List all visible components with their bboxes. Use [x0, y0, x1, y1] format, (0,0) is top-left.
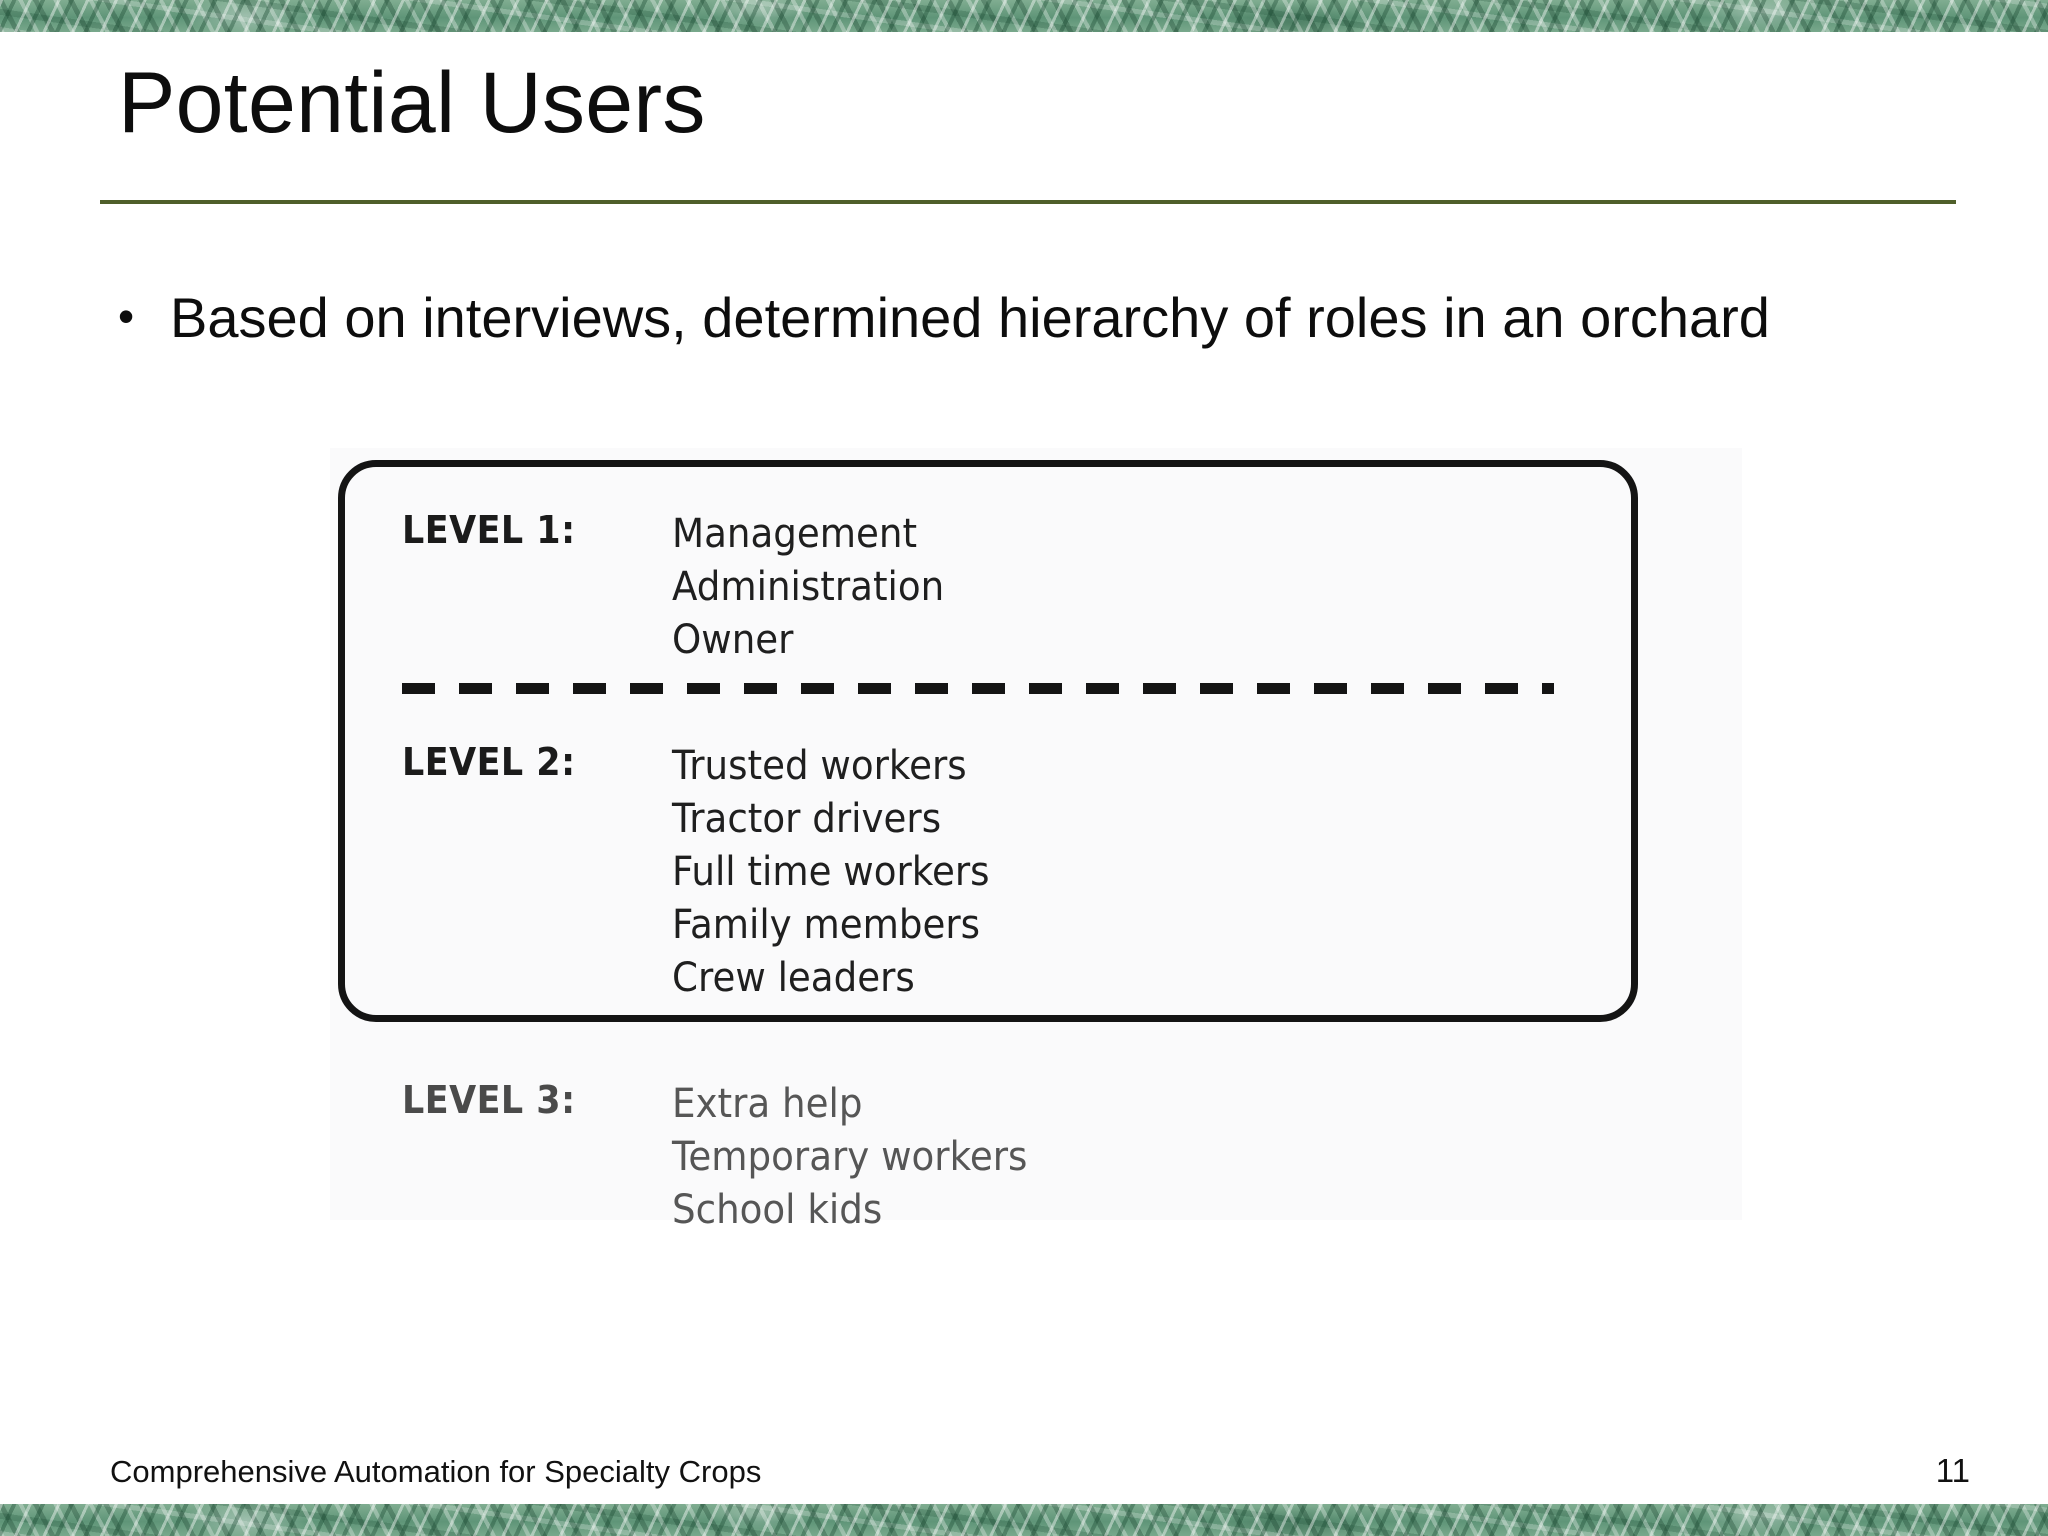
hierarchy-figure: LEVEL 1: Management Administration Owner… — [330, 448, 1742, 1233]
level-2-items: Trusted workers Tractor drivers Full tim… — [672, 740, 990, 1005]
title-divider-rule — [100, 200, 1956, 204]
level-1-item: Administration — [672, 564, 945, 610]
level-2-item: Trusted workers — [672, 743, 967, 789]
level-1-row: LEVEL 1: Management Administration Owner — [402, 508, 965, 667]
level-3-item: Extra help — [672, 1081, 863, 1127]
level-separator-dashed-line — [402, 683, 1554, 694]
levels-1-2-grouping-box — [338, 460, 1638, 1022]
level-3-item: School kids — [672, 1187, 883, 1233]
level-2-item: Tractor drivers — [672, 796, 942, 842]
footer-label: Comprehensive Automation for Specialty C… — [110, 1454, 762, 1489]
level-2-row: LEVEL 2: Trusted workers Tractor drivers… — [402, 740, 1013, 1005]
level-3-item: Temporary workers — [672, 1134, 1028, 1180]
page-title: Potential Users — [118, 55, 706, 151]
level-2-item: Full time workers — [672, 849, 990, 895]
footer-texture-fill — [0, 1504, 2048, 1536]
header-texture-fill — [0, 0, 2048, 32]
level-1-label: LEVEL 1: — [402, 508, 576, 552]
level-3-label: LEVEL 3: — [402, 1078, 576, 1122]
footer-texture-band — [0, 1504, 2048, 1536]
header-texture-band — [0, 0, 2048, 32]
level-3-items: Extra help Temporary workers School kids — [672, 1078, 1027, 1237]
bullet-item: • Based on interviews, determined hierar… — [118, 278, 1918, 358]
level-3-row: LEVEL 3: Extra help Temporary workers Sc… — [402, 1078, 1054, 1237]
slide-body: • Based on interviews, determined hierar… — [118, 278, 1918, 358]
bullet-marker-icon: • — [118, 290, 135, 342]
bullet-text: Based on interviews, determined hierarch… — [170, 286, 1770, 349]
level-2-item: Family members — [672, 902, 981, 948]
level-1-item: Management — [672, 511, 918, 557]
page-number: 11 — [1935, 1452, 1970, 1489]
level-1-items: Management Administration Owner — [672, 508, 944, 667]
level-2-item: Crew leaders — [672, 955, 915, 1001]
level-1-item: Owner — [672, 617, 794, 663]
level-2-label: LEVEL 2: — [402, 740, 576, 784]
